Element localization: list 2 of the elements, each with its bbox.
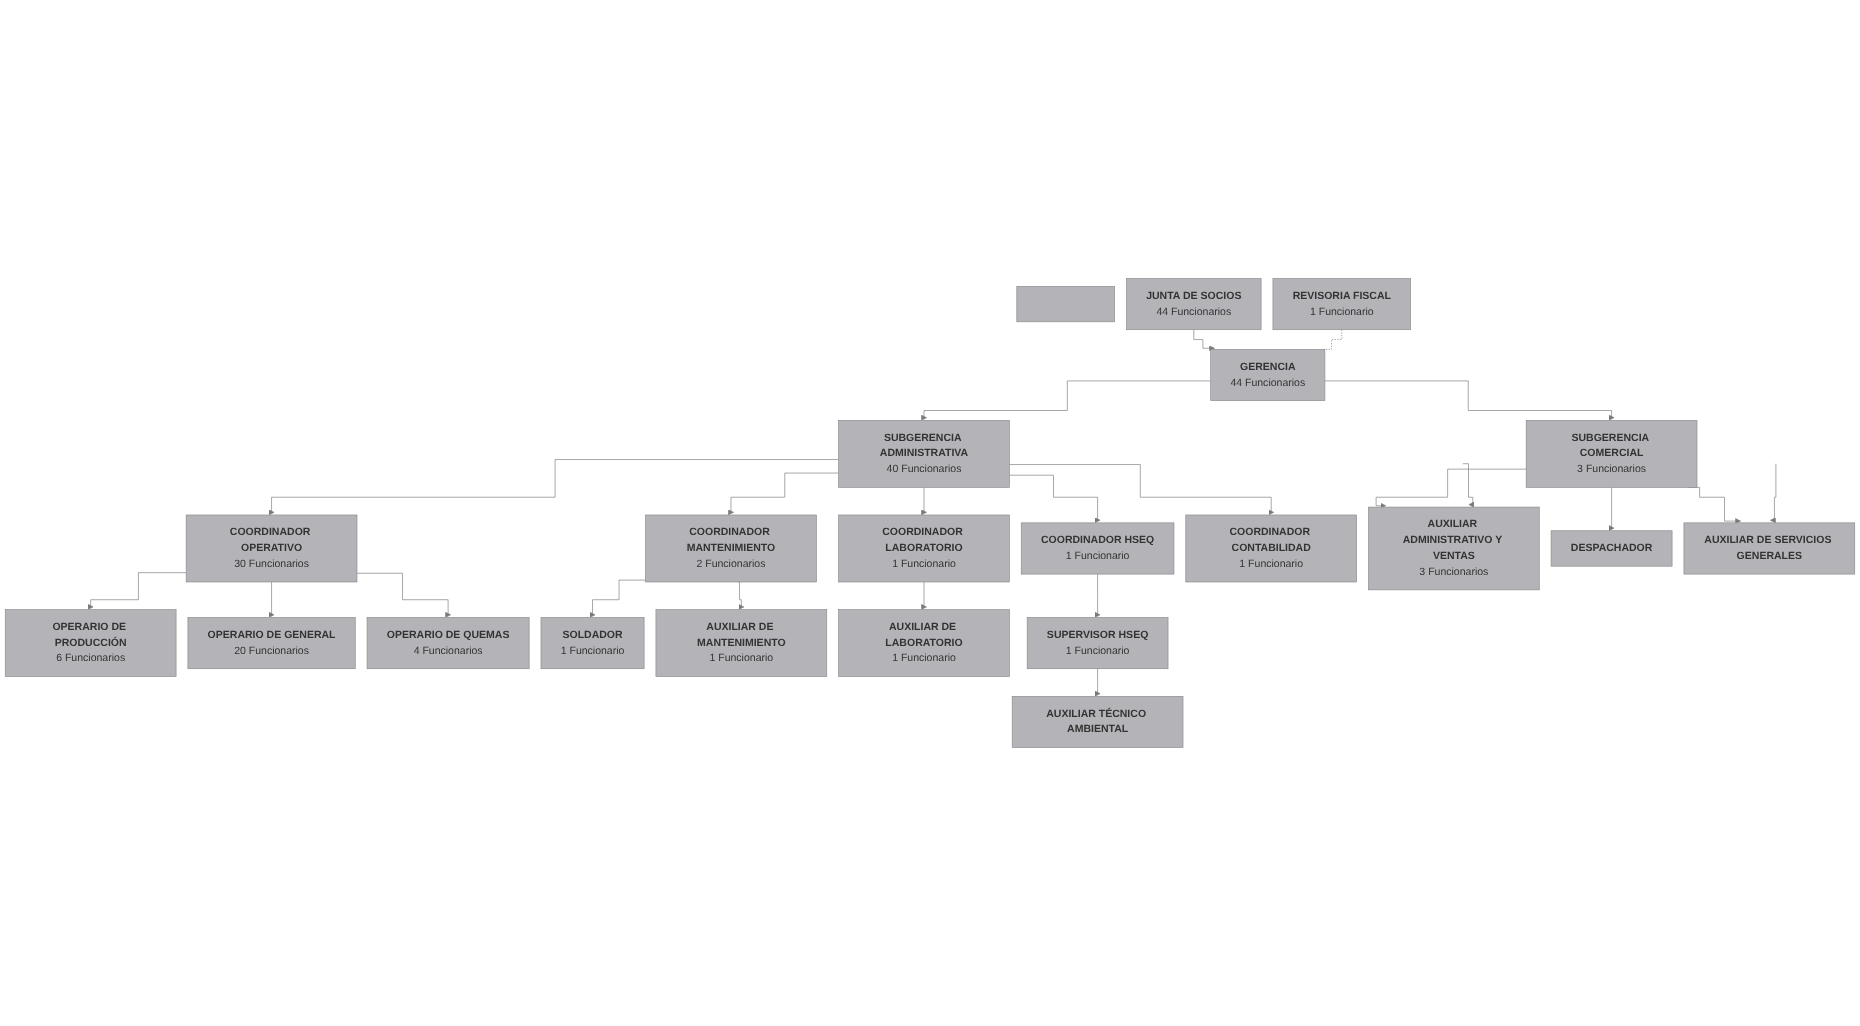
node-box xyxy=(1016,286,1115,323)
connector xyxy=(1320,329,1343,350)
